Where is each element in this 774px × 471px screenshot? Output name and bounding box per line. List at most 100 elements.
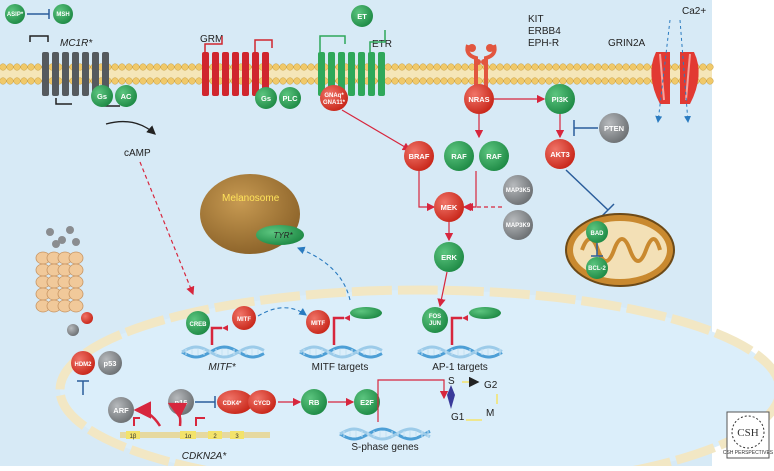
cycle-g2-label: G2 [484,380,498,391]
gs2-label: Gs [261,94,271,103]
mek-node [434,192,464,222]
mitf2-label: MITF [311,321,325,327]
hdm2-node [71,351,95,375]
rb-node [301,389,327,415]
mitf-target-product [350,307,382,319]
gnaq-label: GNAq* [324,93,344,99]
degradation-products [67,312,93,336]
cdkn2a-gene: 1β 1α 2 3 [120,401,270,440]
grm-receptor [202,36,273,96]
p53-node [98,351,122,375]
nras-node [464,84,494,114]
kit-label: KIT [528,14,544,25]
mitf1-label: MITF [237,317,251,323]
pi3k-label: PI3K [552,95,569,104]
etr-label: ETR [372,39,392,50]
erk-node [434,242,464,272]
creb-label: CREB [189,322,207,328]
creb-node [186,311,210,335]
calcium-label: Ca2+ [682,6,706,17]
mitf-node-2 [306,310,330,334]
cycle-g1-label: G1 [451,412,465,423]
logo-label: CSH PERSPECTIVES [723,450,774,456]
exon-1a-label: 1α [185,434,192,440]
ap1-targets-label: AP-1 targets [432,362,488,373]
sphase-genes-dna [339,427,431,441]
exon-3-label: 3 [235,434,239,440]
mitf-gene-dna [181,345,265,359]
cycd-node [248,390,276,414]
braf-label: BRAF [409,152,430,161]
grin2a-label: GRIN2A [608,38,646,49]
gna11-label: GNA11* [323,100,346,106]
mitf-node-1 [232,306,256,330]
p16-label: p16 [175,398,188,407]
mitochondrion [565,213,675,287]
cycle-m-label: M [486,408,494,419]
bad-label: BAD [591,231,605,237]
asip-label: ASIP* [7,12,24,18]
cycle-s-label: S [448,376,455,387]
melanosome-label: Melanosome [222,193,280,204]
et-node [351,5,373,27]
mc1r-receptor [29,35,120,107]
map3k5-node [503,175,533,205]
cdk4-node [217,390,253,414]
e2f-node [354,389,380,415]
jun-label: JUN [429,321,441,327]
msh-label: MSH [56,12,69,18]
akt3-label: AKT3 [550,150,570,159]
cdkn2a-label: CDKN2A* [182,451,228,462]
nras-label: NRAS [468,95,489,104]
gs-node-2 [255,87,277,109]
plc-label: PLC [283,94,299,103]
exon-1b-label: 1β [130,434,137,440]
gnaq-node [320,85,348,111]
msh-node [53,4,73,24]
exon-2-label: 2 [213,434,217,440]
gs-node-1 [91,85,113,107]
bad-node [586,221,608,243]
etr-receptor [318,30,386,96]
proteasome [35,226,84,313]
mitf-targets-label: MITF targets [312,362,369,373]
raf-node-1 [444,141,474,171]
gs1-label: Gs [97,92,107,101]
raf-node-2 [479,141,509,171]
pten-label: PTEN [604,124,624,133]
ac-node [115,85,137,107]
akt3-node [545,139,575,169]
cdk4-label: CDK4* [223,401,242,407]
csh-perspectives-logo: CSH CSH PERSPECTIVES [723,411,774,459]
pi3k-node [545,84,575,114]
cycd-label: CYCD [253,401,271,407]
bcl2-node [586,257,608,279]
camp-label: cAMP [124,148,151,159]
et-label: ET [357,12,367,21]
erk-label: ERK [441,253,457,262]
raf2-label: RAF [486,152,502,161]
arf-node [108,397,134,423]
e2f-label: E2F [360,398,374,407]
pten-node [599,113,629,143]
tyr-node [256,225,304,245]
fos-label: FOS [429,314,441,320]
sphase-genes-label: S-phase genes [351,442,418,453]
mek-label: MEK [441,203,458,212]
raf1-label: RAF [451,152,467,161]
arf-label: ARF [113,406,129,415]
p53-label: p53 [104,359,117,368]
cell-cycle: S G2 M G1 [447,376,498,423]
tyr-label: TYR* [273,231,293,240]
map3k5-label: MAP3K5 [506,188,531,194]
braf-node [404,141,434,171]
svg-text:CSH: CSH [737,427,758,439]
rb-label: RB [309,398,320,407]
ap1-target-product [469,307,501,319]
erbb4-label: ERBB4 [528,26,561,37]
map3k9-label: MAP3K9 [506,223,531,229]
mc1r-label: MC1R* [60,38,93,49]
bcl2-label: BCL-2 [588,266,606,272]
